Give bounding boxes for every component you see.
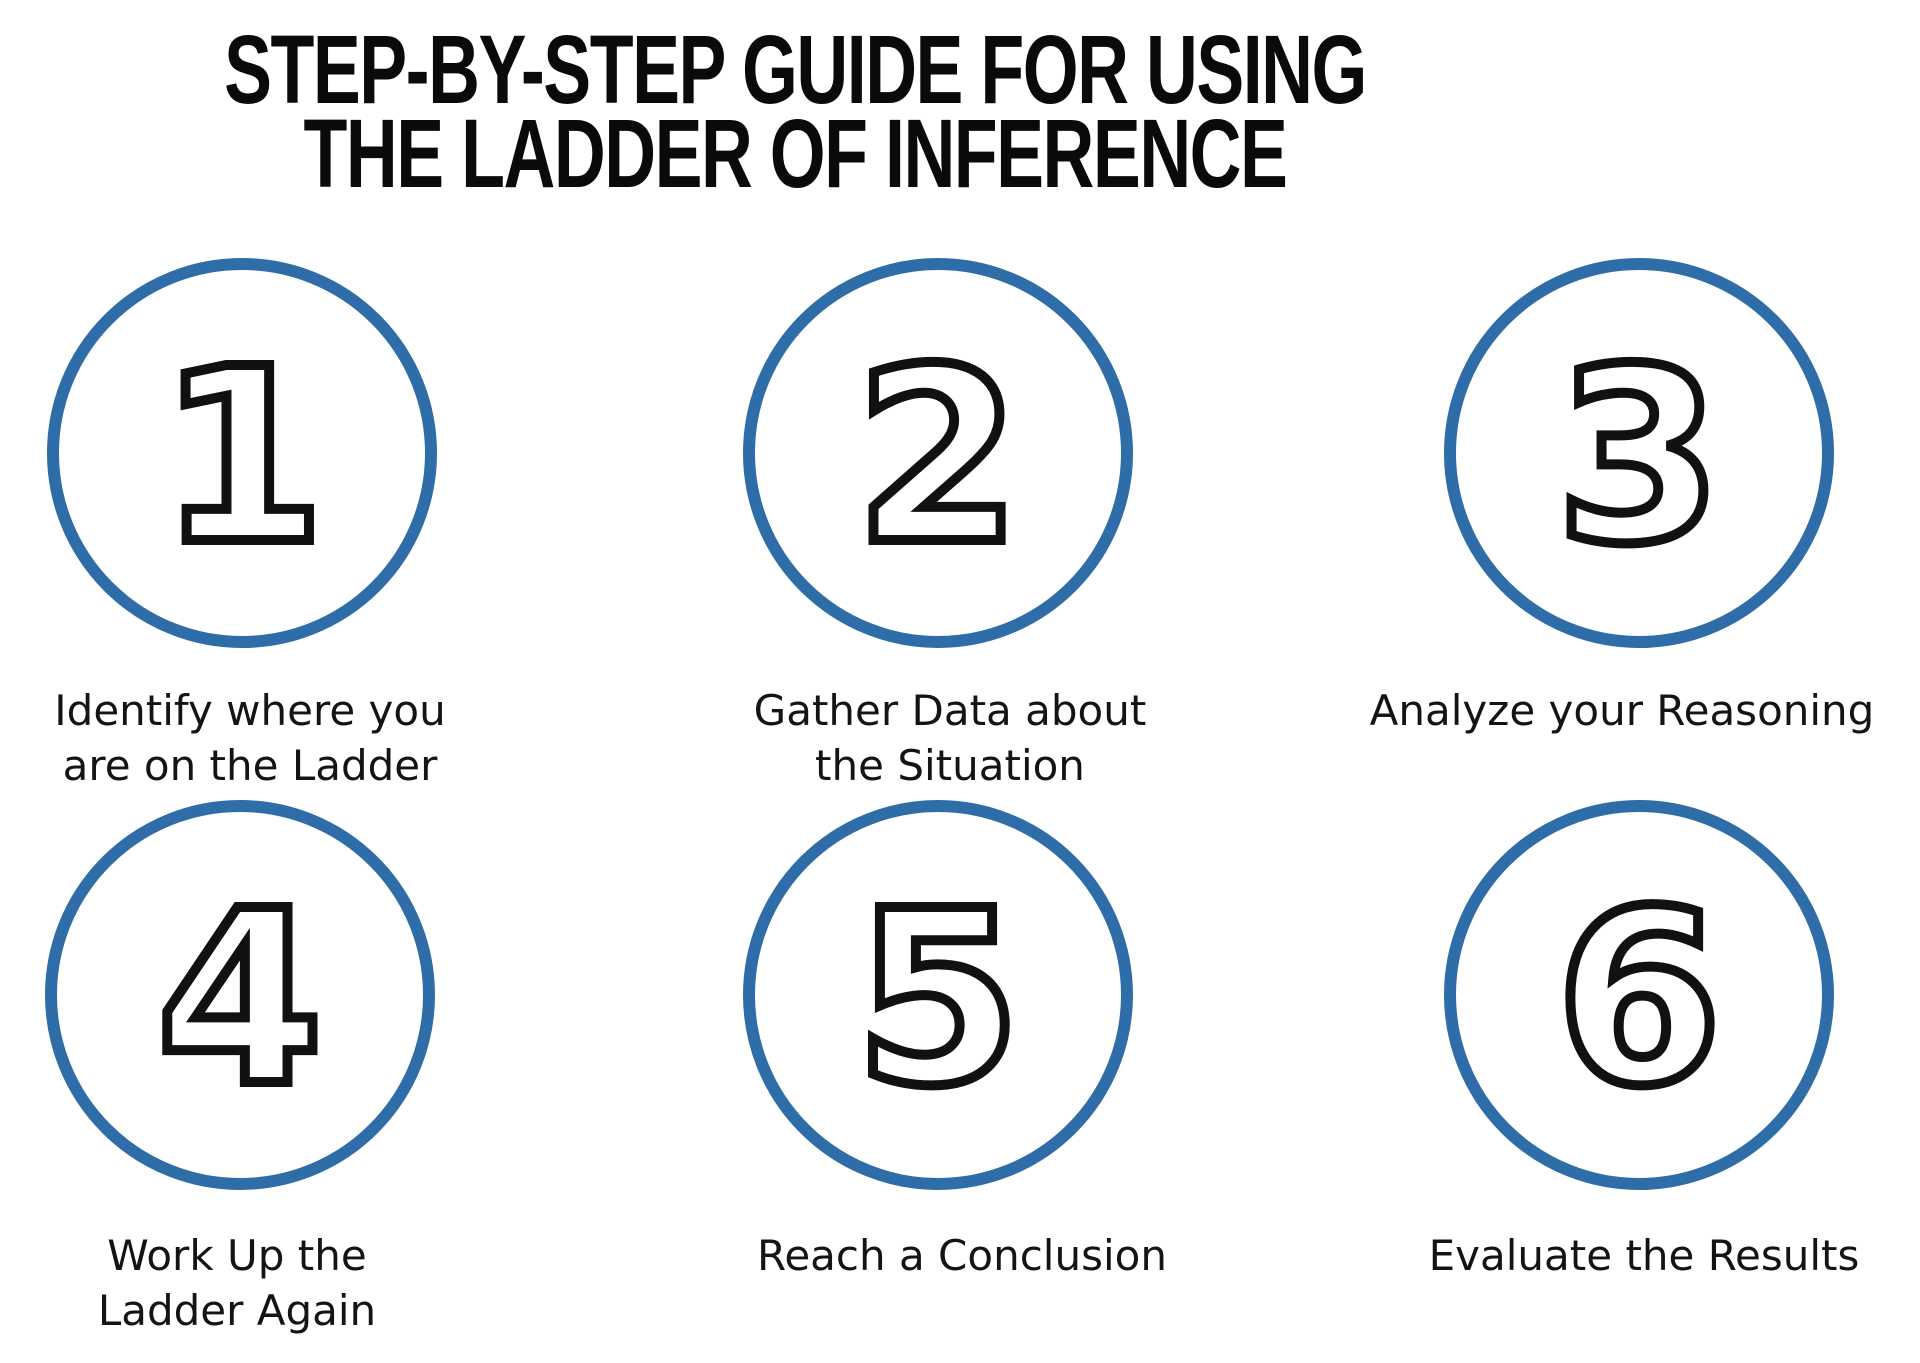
- page-title: STEP-BY-STEP GUIDE FOR USING THE LADDER …: [207, 15, 1384, 208]
- step-6-circle: 6: [1444, 800, 1834, 1190]
- step-2-label-line-1: Gather Data about: [753, 686, 1147, 735]
- step-2-circle: 2: [743, 258, 1133, 648]
- step-4-number-icon: 4: [152, 854, 329, 1144]
- page-title-line-1: STEP-BY-STEP GUIDE FOR USING: [224, 15, 1367, 124]
- step-4-number: 4: [157, 859, 324, 1139]
- step-3-number-icon: 3: [1551, 312, 1728, 602]
- step-3-circle: 3: [1444, 258, 1834, 648]
- step-6-label-line-1: Evaluate the Results: [1428, 1231, 1860, 1280]
- step-1-label-line-2: are on the Ladder: [62, 741, 438, 790]
- step-1-label-line-1: Identify where you: [54, 686, 446, 735]
- step-6-label: Evaluate the Results: [1364, 1228, 1920, 1283]
- step-4-label-line-2: Ladder Again: [97, 1286, 377, 1335]
- step-5-number: 5: [855, 859, 1022, 1139]
- step-5-label: Reach a Conclusion: [682, 1228, 1242, 1283]
- step-3-label-line-1: Analyze your Reasoning: [1369, 686, 1875, 735]
- step-4-label-line-1: Work Up the: [107, 1231, 367, 1280]
- step-1-label: Identify where you are on the Ladder: [0, 683, 530, 793]
- step-1-circle: 1: [47, 258, 437, 648]
- step-3-label: Analyze your Reasoning: [1342, 683, 1902, 738]
- step-2-label: Gather Data about the Situation: [670, 683, 1230, 793]
- step-4-label: Work Up the Ladder Again: [0, 1228, 517, 1338]
- step-2-label-line-2: the Situation: [815, 741, 1085, 790]
- step-3-number: 3: [1556, 317, 1723, 597]
- step-2-number: 2: [855, 317, 1022, 597]
- step-6-number-icon: 6: [1551, 854, 1728, 1144]
- step-2-number-icon: 2: [850, 312, 1027, 602]
- page-title-line-2: THE LADDER OF INFERENCE: [303, 99, 1288, 208]
- step-6-number: 6: [1556, 859, 1723, 1139]
- step-1-number-icon: 1: [154, 312, 331, 602]
- step-1-number: 1: [159, 317, 326, 597]
- step-5-number-icon: 5: [850, 854, 1027, 1144]
- step-4-circle: 4: [45, 800, 435, 1190]
- step-5-label-line-1: Reach a Conclusion: [757, 1231, 1167, 1280]
- step-5-circle: 5: [743, 800, 1133, 1190]
